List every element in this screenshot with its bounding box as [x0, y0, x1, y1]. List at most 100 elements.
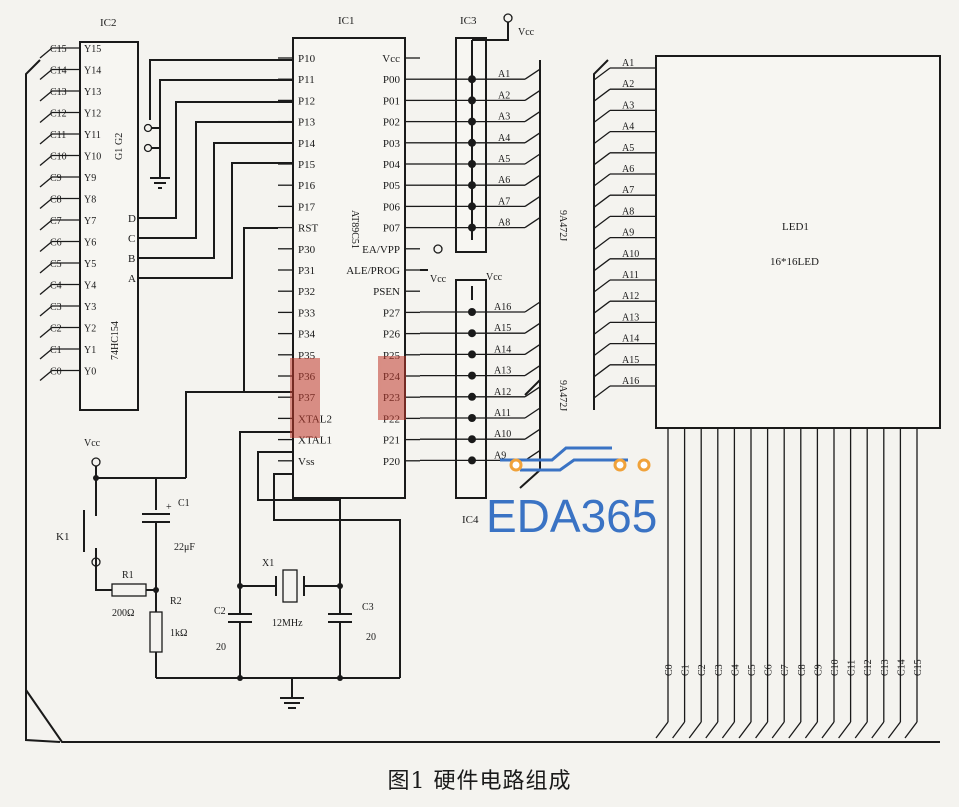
ic3-out-label: A1	[498, 69, 510, 80]
led-col-bus-entry	[804, 721, 818, 739]
ic1-left-pin-label: P32	[298, 286, 315, 298]
led-col-bus-entry	[821, 721, 835, 739]
ic2-c-label: C6	[50, 238, 62, 249]
wire-p15	[138, 162, 295, 279]
led-row-bus-entry	[593, 88, 611, 102]
watermark-text: EDA365	[486, 490, 657, 542]
led-col-label: C12	[863, 659, 874, 676]
ic3-vcc-terminal	[503, 13, 513, 23]
ic2-y-pin-label: Y0	[84, 367, 96, 378]
ic1-left-pin-label: P31	[298, 265, 315, 277]
ic1-right-pin-label: P05	[383, 180, 401, 192]
led-row-bus-entry	[593, 215, 611, 229]
ic1-right-pin-label: Vcc	[382, 53, 400, 65]
crystal-x1	[282, 569, 298, 603]
ic1-right-pin-label: P06	[383, 201, 401, 213]
led-col-bus-entry	[838, 721, 852, 739]
c1-val: 22μF	[174, 542, 195, 553]
led-col-label: C15	[913, 659, 924, 676]
ic4-out-label: A16	[494, 302, 511, 313]
ic2-bus-entry	[39, 262, 53, 274]
ic2-c-label: C3	[50, 302, 62, 313]
ic2-body	[79, 41, 139, 411]
ic1-right-pin-label: P26	[383, 329, 401, 341]
wire-p11	[159, 79, 295, 128]
r1-wire	[95, 566, 112, 591]
led-row-label: A1	[622, 58, 634, 69]
ic2-c-label: C15	[50, 44, 67, 55]
led-row-label: A14	[622, 334, 639, 345]
ic1-right-pin-label: P27	[383, 307, 401, 319]
led-row-bus-entry	[593, 258, 611, 272]
led-col-label: C8	[797, 664, 808, 676]
ic3-bus	[524, 60, 541, 396]
ic2-y-pin-label: Y5	[84, 259, 96, 270]
wire-p10	[149, 59, 295, 120]
wire-p14	[138, 142, 295, 259]
led-col-label: C2	[697, 664, 708, 676]
ic4-part: 9A472J	[557, 380, 568, 411]
ic2-bus-entry	[39, 176, 53, 188]
ic2-decoder: IC2 74HC154 Y15C15Y14C14Y13C13Y12C12Y11C…	[25, 17, 170, 743]
ic3-bus-entry	[524, 132, 541, 144]
ic3-out-label: A2	[498, 90, 510, 101]
ic3-vcc: Vcc	[518, 27, 535, 38]
resistor-r1	[111, 583, 147, 597]
led-row-bus-entry	[593, 279, 611, 293]
eda365-watermark: EDA365	[486, 446, 657, 542]
led-row-label: A3	[622, 100, 634, 111]
c3-val: 20	[366, 632, 376, 643]
ic2-c-label: C4	[50, 281, 62, 292]
ic3-out-label: A3	[498, 112, 510, 123]
led-col-label: C3	[714, 664, 725, 676]
led-col-bus-entry	[887, 721, 901, 739]
ic2-g-wire	[152, 127, 161, 178]
ic2-ic1-wires	[138, 59, 295, 279]
led-row-bus-entry	[593, 364, 611, 378]
watermark-trace-2	[520, 458, 628, 472]
led-col-label: C1	[681, 664, 692, 676]
ic2-left-bus	[25, 59, 61, 743]
k1-ref: K1	[56, 531, 69, 543]
reset-vcc-terminal	[91, 457, 101, 467]
led-row-bus-entry	[593, 109, 611, 123]
led-col-bus-entry	[738, 721, 752, 739]
red-mark-right	[378, 356, 406, 420]
ic1-right-pin-label: P04	[383, 159, 401, 171]
led-col-bus-entry	[771, 721, 785, 739]
rst-wire-lower	[185, 391, 293, 478]
ic2-bus-entry	[39, 305, 53, 317]
ic2-y-pin-label: Y14	[84, 66, 101, 77]
ic2-c-label: C0	[50, 367, 62, 378]
led-matrix: LED1 16*16LED A1A2A3A4A5A6A7A8A9A10A11A1…	[593, 55, 941, 739]
ic2-bus-entry	[39, 133, 53, 145]
led-col-bus-entry	[755, 721, 769, 739]
ic4-out-label: A15	[494, 323, 511, 334]
led-col-bus-entry	[705, 721, 719, 739]
r1-val: 200Ω	[112, 608, 134, 619]
led-row-label: A6	[622, 164, 634, 175]
wire-p12	[138, 101, 295, 219]
ic2-y-pin-label: Y2	[84, 324, 96, 335]
xtal2-wire	[239, 431, 293, 590]
ic1-right-pin-label: PSEN	[373, 286, 400, 298]
ic1-part: AT89C51	[349, 210, 360, 249]
led-row-label: A11	[622, 270, 639, 281]
resistor-r2	[149, 611, 163, 653]
led-row-bus-entry	[593, 152, 611, 166]
ic4-bus-entry	[524, 386, 541, 398]
ic2-bus-entry	[39, 69, 53, 80]
led-row-label: A8	[622, 206, 634, 217]
led-row-bus-entry	[593, 237, 611, 251]
led-col-label: C4	[730, 664, 741, 676]
led-row-bus-entry	[593, 67, 611, 81]
ic2-bus-entry	[39, 219, 53, 231]
reset-vcc: Vcc	[84, 438, 101, 449]
ic4-bus-entry	[524, 428, 541, 440]
led-row-label: A5	[622, 143, 634, 154]
ic3-bus-entry	[524, 195, 541, 207]
r2-val: 1kΩ	[170, 628, 187, 639]
junction	[237, 675, 243, 681]
led-col-label: C9	[813, 664, 824, 676]
